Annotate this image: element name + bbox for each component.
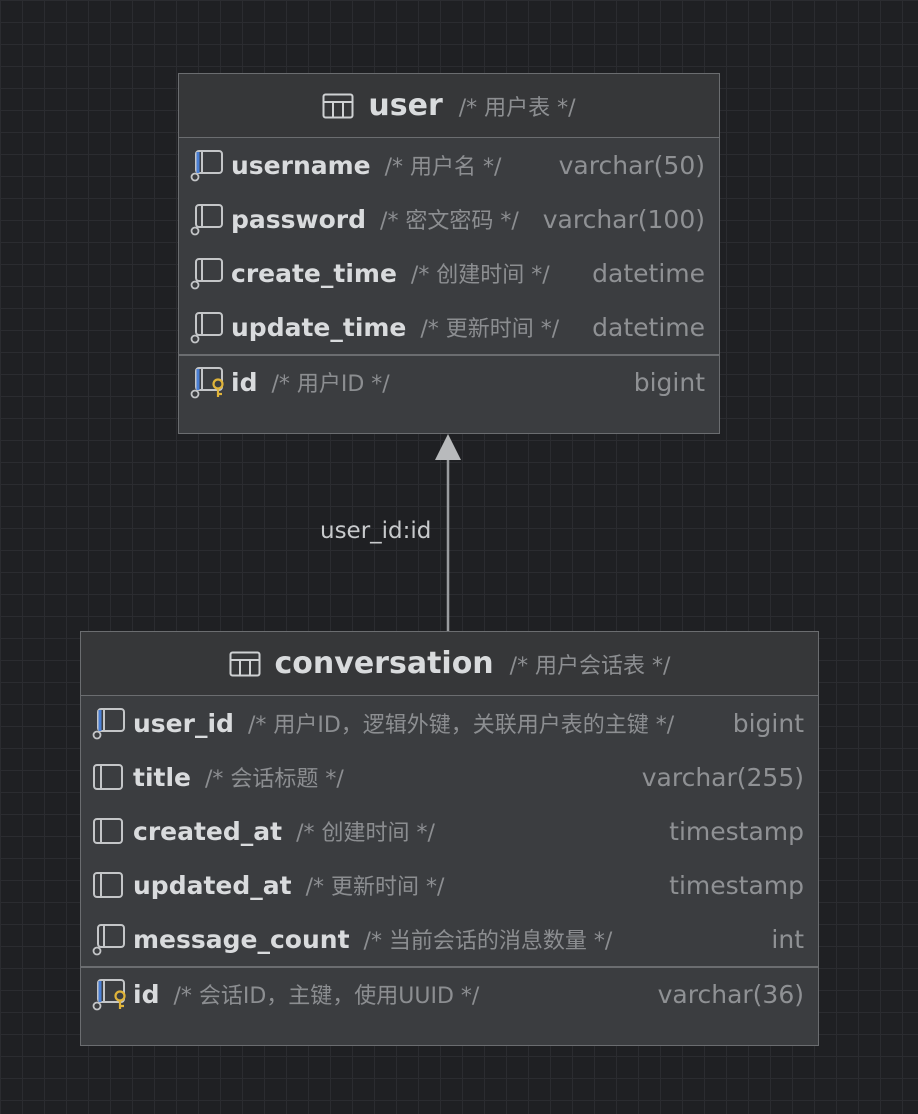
table-conversation[interactable]: conversation /* 用户会话表 */ user_id /* 用户ID，…: [80, 631, 819, 1046]
column-type: datetime: [592, 258, 705, 288]
column-list: user_id /* 用户ID，逻辑外键，关联用户表的主键 */ bigint tit…: [81, 696, 818, 1020]
column-type: bigint: [633, 367, 705, 397]
primary-key-column-icon: [92, 979, 126, 1011]
column-name: id: [133, 979, 160, 1009]
column-type: timestamp: [669, 870, 804, 900]
table-name: conversation: [274, 646, 494, 681]
column-list: username /* 用户名 */ varchar(50) password /* 密…: [179, 138, 719, 408]
relation-arrowhead: [435, 434, 461, 460]
indexed-column-icon: [92, 708, 125, 740]
column-type: varchar(50): [558, 150, 705, 180]
table-header: user /* 用户表 */: [179, 74, 719, 138]
column-type: int: [771, 924, 804, 954]
column-comment: /* 创建时间 */: [410, 263, 550, 288]
table-header: conversation /* 用户会话表 */: [81, 632, 818, 696]
column-row[interactable]: password /* 密文密码 */ varchar(100): [179, 192, 719, 246]
column-name: created_at: [133, 816, 283, 846]
table-icon: [322, 93, 354, 119]
column-name: create_time: [231, 258, 397, 288]
column-name: message_count: [133, 924, 350, 954]
column-row[interactable]: title /* 会话标题 */ varchar(255): [81, 750, 818, 804]
column-type: varchar(36): [657, 979, 804, 1009]
column-icon: [93, 818, 123, 844]
column-name: id: [231, 367, 258, 397]
column-name: updated_at: [133, 870, 292, 900]
table-comment: /* 用户表 */: [458, 95, 576, 121]
indexed-column-icon: [190, 150, 223, 182]
not-null-column-icon: [190, 312, 223, 344]
column-type: datetime: [592, 312, 705, 342]
column-type: bigint: [732, 708, 804, 738]
column-comment: /* 当前会话的消息数量 */: [363, 929, 613, 954]
column-row[interactable]: message_count /* 当前会话的消息数量 */ int: [81, 912, 818, 966]
primary-key-row[interactable]: id /* 会话ID，主键，使用UUID */ varchar(36): [81, 966, 818, 1020]
not-null-column-icon: [190, 204, 223, 236]
not-null-column-icon: [92, 924, 125, 956]
column-row[interactable]: user_id /* 用户ID，逻辑外键，关联用户表的主键 */ bigint: [81, 696, 818, 750]
column-row[interactable]: create_time /* 创建时间 */ datetime: [179, 246, 719, 300]
primary-key-column-icon: [190, 367, 224, 399]
column-type: varchar(255): [641, 762, 804, 792]
column-name: title: [133, 762, 191, 792]
column-row[interactable]: update_time /* 更新时间 */ datetime: [179, 300, 719, 354]
column-name: password: [231, 204, 367, 234]
column-name: user_id: [133, 708, 234, 738]
column-comment: /* 会话标题 */: [205, 767, 344, 792]
not-null-column-icon: [190, 258, 223, 290]
column-comment: /* 更新时间 */: [305, 875, 445, 900]
column-row[interactable]: username /* 用户名 */ varchar(50): [179, 138, 719, 192]
column-row[interactable]: updated_at /* 更新时间 */ timestamp: [81, 858, 818, 912]
table-icon: [229, 651, 261, 677]
column-type: timestamp: [669, 816, 804, 846]
column-icon: [93, 764, 123, 790]
column-comment: /* 创建时间 */: [296, 821, 435, 846]
column-icon: [93, 872, 123, 898]
primary-key-row[interactable]: id /* 用户ID */ bigint: [179, 354, 719, 408]
relation-label: user_id:id: [320, 518, 432, 544]
column-comment: /* 用户ID，逻辑外键，关联用户表的主键 */: [247, 713, 675, 738]
table-user[interactable]: user /* 用户表 */ username /* 用户名 */ varchar(…: [178, 73, 720, 434]
table-comment: /* 用户会话表 */: [509, 653, 671, 679]
column-comment: /* 更新时间 */: [420, 317, 560, 342]
column-comment: /* 密文密码 */: [380, 209, 519, 234]
column-name: update_time: [231, 312, 407, 342]
column-comment: /* 会话ID，主键，使用UUID */: [173, 984, 480, 1009]
column-row[interactable]: created_at /* 创建时间 */ timestamp: [81, 804, 818, 858]
column-comment: /* 用户名 */: [384, 155, 502, 180]
column-type: varchar(100): [542, 204, 705, 234]
column-comment: /* 用户ID */: [271, 372, 390, 397]
table-name: user: [368, 88, 443, 123]
column-name: username: [231, 150, 371, 180]
